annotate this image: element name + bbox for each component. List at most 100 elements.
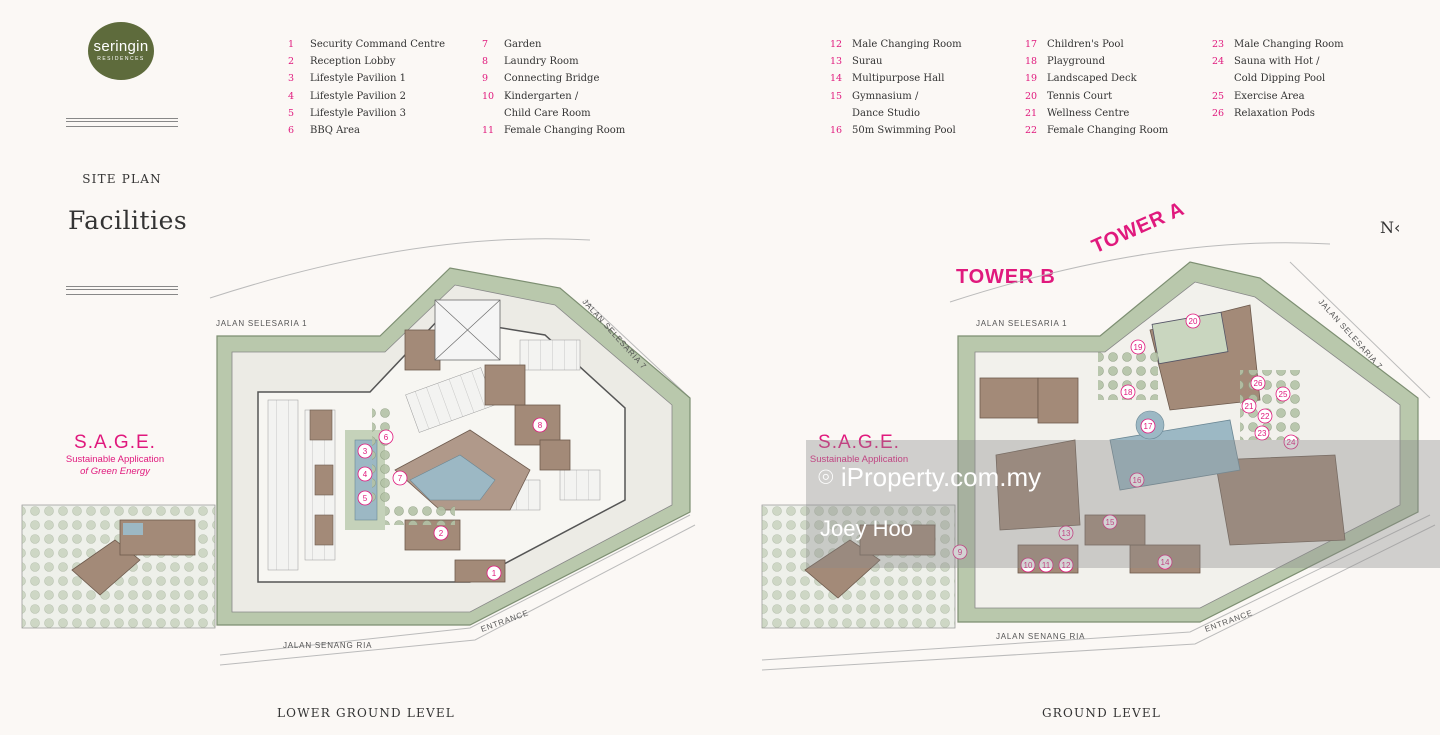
facility-marker <box>1241 398 1257 414</box>
sage-line1: Sustainable Application <box>809 454 909 465</box>
tower-b-label: TOWER B <box>956 266 1056 288</box>
divider-top <box>66 118 178 127</box>
facility-marker-number: 17 <box>1144 422 1153 431</box>
facility-marker-number: 1 <box>492 569 497 578</box>
facility-marker-number: 25 <box>1279 390 1288 399</box>
facility-marker <box>357 443 373 459</box>
facility-marker-number: 21 <box>1245 402 1254 411</box>
brand-sub: RESIDENCES <box>97 56 145 62</box>
watermark-agent: Joey Hoo <box>820 516 913 541</box>
facility-marker-number: 20 <box>1189 317 1198 326</box>
legend-item-cont: Dance Studio <box>852 107 921 119</box>
facility-marker-number: 3 <box>363 447 368 456</box>
facility-marker <box>1250 375 1266 391</box>
watermark-band <box>806 440 1440 568</box>
facility-marker-number: 22 <box>1261 412 1270 421</box>
sage-title: S.A.G.E. <box>74 432 156 453</box>
facility-marker <box>486 565 502 581</box>
legend-item-cont: Cold Dipping Pool <box>1234 73 1326 85</box>
facility-marker <box>1157 554 1173 570</box>
legend-item-cont: Child Care Room <box>504 107 591 119</box>
lower-level-caption: LOWER GROUND LEVEL <box>277 706 455 720</box>
sage-line1: Sustainable Application <box>65 454 165 465</box>
facility-marker-number: 8 <box>538 421 543 430</box>
facility-marker <box>1058 557 1074 573</box>
sage-title: S.A.G.E. <box>818 432 900 453</box>
facility-marker <box>1140 418 1156 434</box>
facility-marker-number: 16 <box>1133 476 1142 485</box>
facility-marker-number: 4 <box>363 470 368 479</box>
facility-marker-number: 2 <box>439 529 444 538</box>
road-label-senang-ria: JALAN SENANG RIA <box>283 641 372 650</box>
facility-marker-number: 13 <box>1062 529 1071 538</box>
facility-marker-number: 9 <box>958 548 963 557</box>
facility-marker-number: 18 <box>1124 388 1133 397</box>
facility-marker <box>1129 472 1145 488</box>
facility-marker <box>1058 525 1074 541</box>
brand-logo: seringin RESIDENCES <box>88 22 154 80</box>
facility-marker <box>1185 313 1201 329</box>
facility-marker-number: 26 <box>1254 379 1263 388</box>
north-arrow-icon: ‹ <box>1394 218 1401 237</box>
facility-marker <box>1020 557 1036 573</box>
facility-marker <box>1120 384 1136 400</box>
facility-marker <box>1257 408 1273 424</box>
facility-marker <box>1038 557 1054 573</box>
facility-marker <box>357 490 373 506</box>
facility-marker <box>378 429 394 445</box>
facility-marker-number: 10 <box>1024 561 1033 570</box>
north-label: N <box>1380 218 1394 237</box>
sage-line2: of Green Energy <box>80 466 150 477</box>
sage-ground: S.A.G.E. Sustainable Application <box>784 432 934 466</box>
divider-bottom <box>66 286 178 295</box>
facility-marker-number: 24 <box>1287 438 1296 447</box>
north-indicator: N‹ <box>1380 218 1400 237</box>
facility-marker <box>1130 339 1146 355</box>
facility-marker <box>952 544 968 560</box>
facility-marker-number: 19 <box>1134 343 1143 352</box>
facility-marker <box>532 417 548 433</box>
facility-marker-number: 12 <box>1062 561 1071 570</box>
page-title: Facilities <box>68 206 188 235</box>
facility-marker-number: 23 <box>1258 429 1267 438</box>
facility-marker <box>433 525 449 541</box>
swimming-pool <box>1109 419 1241 491</box>
facility-marker <box>1275 386 1291 402</box>
facility-marker <box>357 466 373 482</box>
watermark-site: ⌾ iProperty.com.my <box>818 462 1042 493</box>
facility-marker-number: 15 <box>1106 518 1115 527</box>
facility-marker-number: 5 <box>363 494 368 503</box>
ground-level-caption: GROUND LEVEL <box>1042 706 1162 720</box>
page-kicker: SITE PLAN <box>82 172 162 186</box>
facility-marker <box>392 470 408 486</box>
facility-marker-number: 11 <box>1042 561 1051 570</box>
road-label-selesaria-1: JALAN SELESARIA 1 <box>216 319 307 328</box>
brand-name: seringin <box>93 38 149 55</box>
facility-marker <box>1283 434 1299 450</box>
ground-road-label-senang-ria: JALAN SENANG RIA <box>996 632 1085 641</box>
